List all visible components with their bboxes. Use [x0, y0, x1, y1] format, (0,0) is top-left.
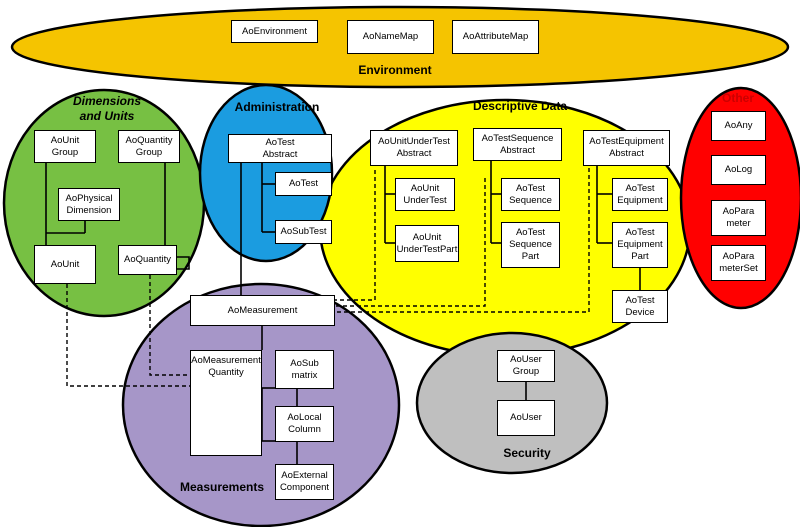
ao-log-box[interactable]: AoLog — [711, 155, 766, 185]
ao-parameter-box[interactable]: AoPara meter — [711, 200, 766, 236]
ao-namemap-box[interactable]: AoNameMap — [347, 20, 434, 54]
ao-quantity-box[interactable]: AoQuantity — [118, 245, 177, 275]
ao-test-sequence-abstract-box[interactable]: AoTestSequence Abstract — [473, 128, 562, 161]
ao-subtest-box[interactable]: AoSubTest — [275, 220, 332, 244]
ao-unit-group-box[interactable]: AoUnit Group — [34, 130, 96, 163]
other-region — [679, 86, 800, 310]
ao-test-equipment-part-box[interactable]: AoTest Equipment Part — [612, 222, 668, 268]
ao-any-box[interactable]: AoAny — [711, 111, 766, 141]
ao-measurement-box[interactable]: AoMeasurement — [190, 295, 335, 326]
ao-unit-under-test-part-box[interactable]: AoUnit UnderTestPart — [395, 225, 459, 262]
measurements-label: Measurements — [179, 480, 265, 494]
ao-external-component-box[interactable]: AoExternal Component — [275, 464, 334, 500]
ao-user-group-box[interactable]: AoUser Group — [497, 350, 555, 382]
ao-unit-under-test-box[interactable]: AoUnit UnderTest — [395, 178, 455, 211]
ao-unit-under-test-abstract-box[interactable]: AoUnitUnderTest Abstract — [370, 130, 458, 166]
security-label: Security — [503, 446, 551, 460]
ao-test-sequence-part-box[interactable]: AoTest Sequence Part — [501, 222, 560, 268]
administration-label: Administration — [234, 100, 320, 114]
ao-measurement-quantity-box[interactable]: AoMeasurement Quantity — [190, 350, 262, 456]
environment-label: Environment — [358, 63, 432, 77]
ao-test-box[interactable]: AoTest — [275, 172, 332, 196]
ao-unit-box[interactable]: AoUnit — [34, 245, 96, 284]
ao-test-equipment-box[interactable]: AoTest Equipment — [612, 178, 668, 211]
ao-physical-dimension-box[interactable]: AoPhysical Dimension — [58, 188, 120, 221]
other-label: Other — [721, 91, 754, 105]
ao-test-sequence-box[interactable]: AoTest Sequence — [501, 178, 560, 211]
ao-test-abstract-box[interactable]: AoTest Abstract — [228, 134, 332, 163]
solid-connectors — [45, 161, 641, 464]
ao-test-device-box[interactable]: AoTest Device — [612, 290, 668, 323]
ao-user-box[interactable]: AoUser — [497, 400, 555, 436]
dashed-connectors — [66, 168, 590, 387]
dimensions-label: Dimensions and Units — [72, 94, 141, 123]
ao-environment-box[interactable]: AoEnvironment — [231, 20, 318, 43]
ao-submatrix-box[interactable]: AoSub matrix — [275, 350, 334, 389]
administration-region — [198, 83, 334, 263]
descriptive-data-label: Descriptive Data — [472, 99, 568, 113]
ao-parameter-set-box[interactable]: AoPara meterSet — [711, 245, 766, 281]
ao-attributemap-box[interactable]: AoAttributeMap — [452, 20, 539, 54]
ao-local-column-box[interactable]: AoLocal Column — [275, 406, 334, 442]
ao-quantity-group-box[interactable]: AoQuantity Group — [118, 130, 180, 163]
ao-test-equipment-abstract-box[interactable]: AoTestEquipment Abstract — [583, 130, 670, 166]
